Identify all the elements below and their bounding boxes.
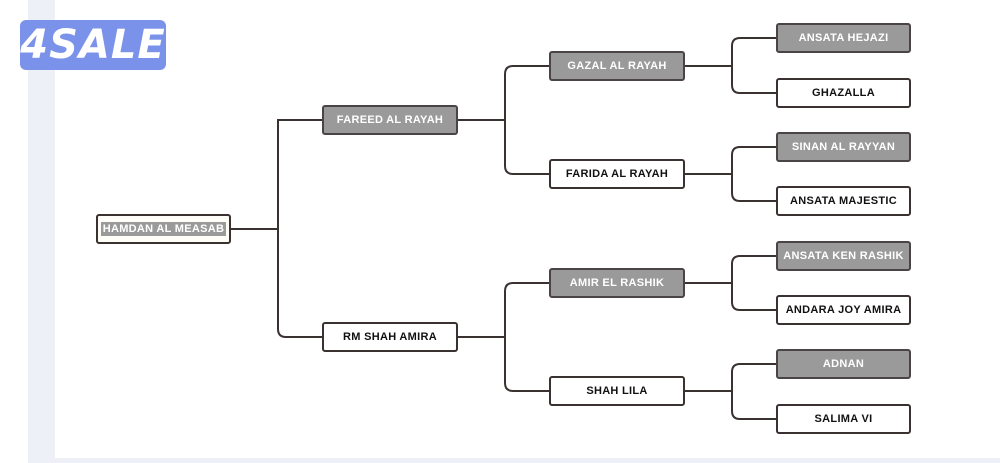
- pedigree-node-sire-dam[interactable]: FARIDA AL RAYAH: [549, 159, 685, 189]
- pedigree-node-dam[interactable]: RM SHAH AMIRA: [322, 322, 458, 352]
- brand-logo[interactable]: 4SALE: [20, 20, 166, 70]
- pedigree-node-sire[interactable]: FAREED AL RAYAH: [322, 105, 458, 135]
- root-name-label: HAMDAN AL MEASAB: [100, 222, 227, 236]
- pedigree-node-ggp-1[interactable]: ANSATA HEJAZI: [776, 23, 911, 53]
- pedigree-node-root[interactable]: HAMDAN AL MEASAB: [96, 214, 231, 244]
- pedigree-node-ggp-8[interactable]: SALIMA VI: [776, 404, 911, 434]
- pedigree-node-ggp-3[interactable]: SINAN AL RAYYAN: [776, 132, 911, 162]
- pedigree-node-dam-sire[interactable]: AMIR EL RASHIK: [549, 268, 685, 298]
- pedigree-node-ggp-4[interactable]: ANSATA MAJESTIC: [776, 186, 911, 216]
- pedigree-node-ggp-2[interactable]: GHAZALLA: [776, 78, 911, 108]
- pedigree-node-sire-sire[interactable]: GAZAL AL RAYAH: [549, 51, 685, 81]
- pedigree-node-ggp-7[interactable]: ADNAN: [776, 349, 911, 379]
- pedigree-node-ggp-6[interactable]: ANDARA JOY AMIRA: [776, 295, 911, 325]
- pedigree-node-dam-dam[interactable]: SHAH LILA: [549, 376, 685, 406]
- left-gutter: [28, 0, 55, 463]
- left-margin: [0, 0, 55, 463]
- pedigree-node-ggp-5[interactable]: ANSATA KEN RASHIK: [776, 241, 911, 271]
